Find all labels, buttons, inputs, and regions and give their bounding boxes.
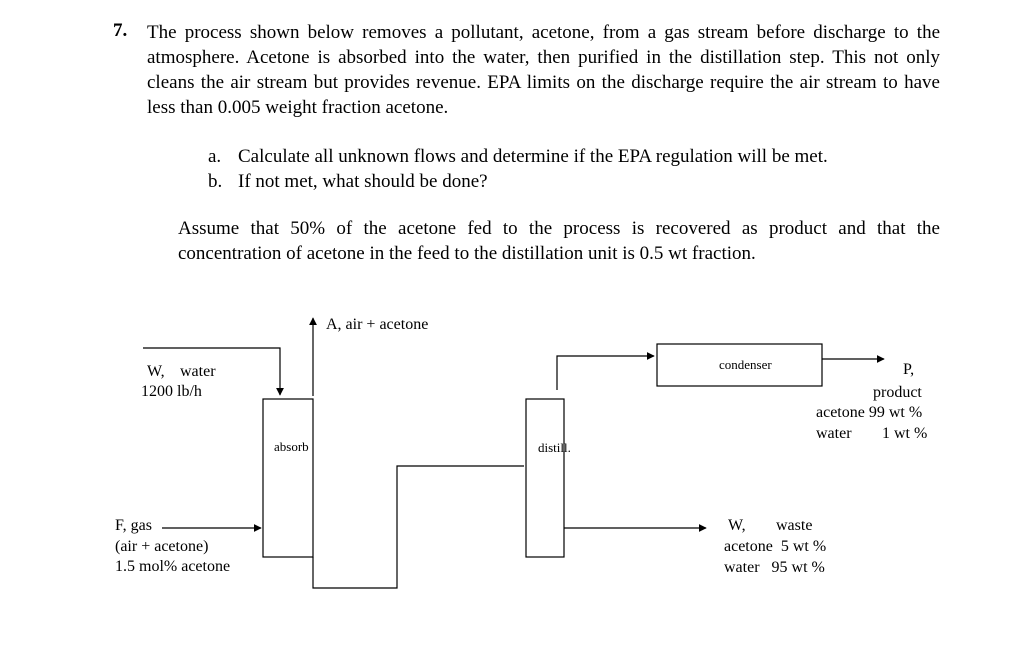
waste-water: water 95 wt % <box>724 559 825 576</box>
vapor-to-condenser-line <box>556 352 655 390</box>
distillation-label: distill. <box>538 440 571 455</box>
assumption-text: Assume that 50% of the acetone fed to th… <box>178 218 940 264</box>
product-stream-name: P, <box>903 361 914 378</box>
water-feed-line <box>143 347 284 396</box>
question-part-b: b. If not met, what should be done? <box>208 169 828 194</box>
problem-number: 7. <box>113 20 128 41</box>
absorber-label: absorb <box>274 439 309 454</box>
part-label: a. <box>208 146 222 167</box>
part-text: If not met, what should be done? <box>238 171 488 192</box>
product-water-label: water <box>816 425 852 442</box>
feed-stream-desc: (air + acetone) <box>115 538 208 555</box>
absorber-unit <box>262 398 314 558</box>
question-part-a: a. Calculate all unknown flows and deter… <box>208 144 828 169</box>
part-text: Calculate all unknown flows and determin… <box>238 146 828 167</box>
question-parts: a. Calculate all unknown flows and deter… <box>208 144 828 194</box>
stream-a-label: A, air + acetone <box>326 316 428 333</box>
waste-stream-desc: waste <box>776 517 812 534</box>
water-stream-name: W, <box>147 363 165 380</box>
product-water-value: 1 wt % <box>882 425 927 442</box>
absorber-to-distill-line <box>312 465 524 589</box>
distillation-unit <box>525 398 565 558</box>
feed-stream-comp: 1.5 mol% acetone <box>115 558 230 575</box>
problem-intro: The process shown below removes a pollut… <box>147 22 940 118</box>
water-stream-flow: 1200 lb/h <box>141 383 202 400</box>
part-label: b. <box>208 171 223 192</box>
condenser-label: condenser <box>719 357 772 372</box>
water-stream-substance: water <box>180 363 216 380</box>
waste-acetone: acetone 5 wt % <box>724 538 826 555</box>
product-acetone: acetone 99 wt % <box>816 404 922 421</box>
product-stream-desc: product <box>873 384 922 401</box>
waste-stream-name: W, <box>728 517 746 534</box>
feed-stream-name: F, gas <box>115 517 152 534</box>
condenser-unit <box>656 343 823 387</box>
